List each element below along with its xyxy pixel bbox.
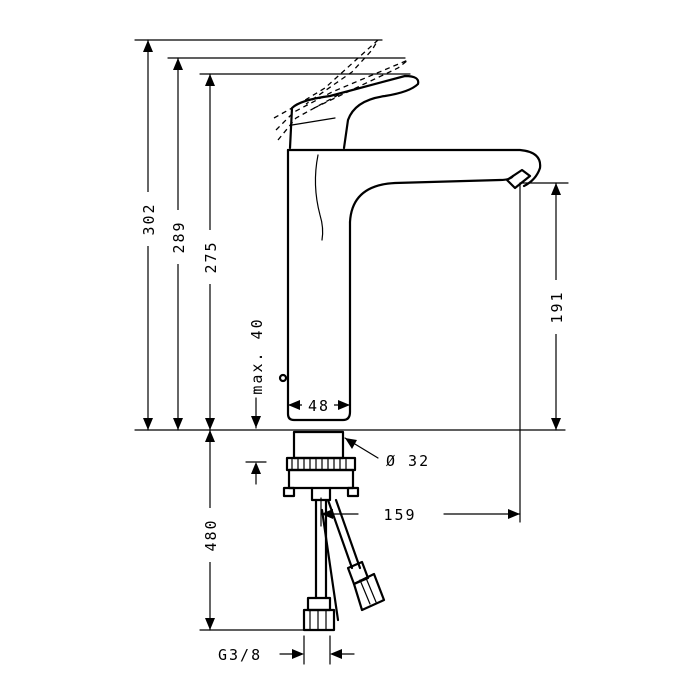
- dim-275: 275: [198, 73, 411, 431]
- mounting-assembly: [282, 430, 360, 502]
- dim-275-label: 275: [202, 240, 220, 273]
- dim-159: 159: [320, 182, 521, 527]
- dim-289: 289: [166, 57, 406, 431]
- dim-302: 302: [134, 39, 383, 431]
- dim-289-label: 289: [170, 220, 188, 253]
- dim-480: 480: [198, 429, 313, 631]
- dim-diameter-32-label: Ø 32: [386, 452, 430, 470]
- dim-48: 48: [287, 396, 351, 415]
- dim-159-label: 159: [383, 506, 416, 524]
- supply-hoses: [302, 498, 386, 632]
- dim-diameter-32: Ø 32: [344, 437, 430, 470]
- dim-g38-label: G3/8: [218, 646, 262, 664]
- faucet-body: [286, 148, 542, 422]
- lever-handle: [288, 74, 420, 150]
- dim-191-label: 191: [548, 290, 566, 323]
- dim-g38: G3/8: [218, 635, 355, 665]
- dim-max40: max. 40: [245, 317, 267, 485]
- dim-191: 191: [519, 182, 569, 431]
- dim-48-label: 48: [308, 397, 330, 415]
- drain-knob: [278, 373, 288, 383]
- dim-max40-label: max. 40: [248, 317, 266, 394]
- dim-480-label: 480: [202, 518, 220, 551]
- dim-302-label: 302: [140, 202, 158, 235]
